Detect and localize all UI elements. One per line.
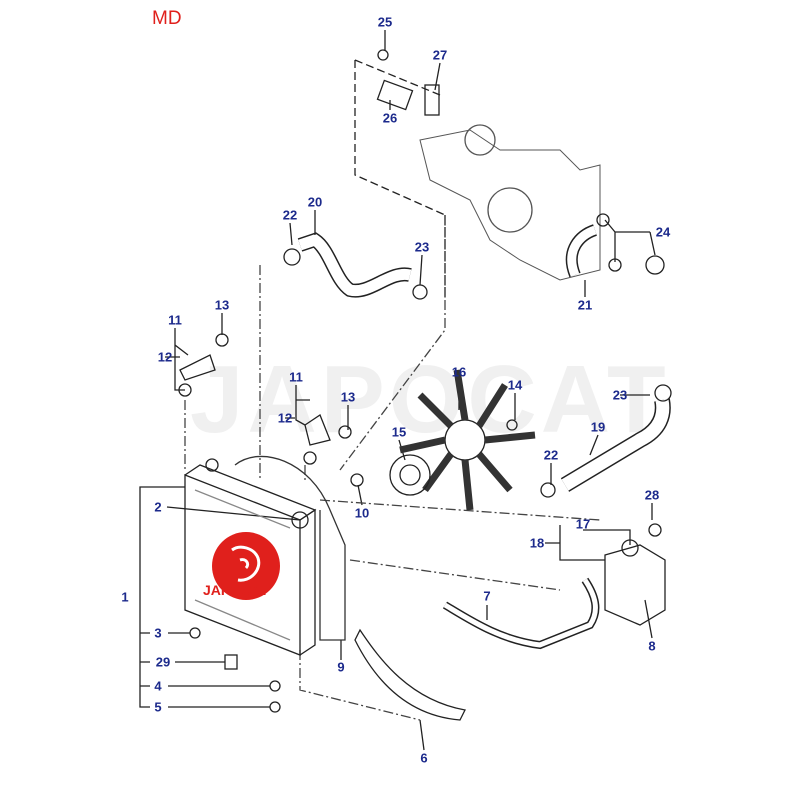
callout-3: 3 — [154, 625, 162, 641]
callout-14: 14 — [507, 377, 523, 393]
model-code: MD — [152, 8, 182, 29]
logo-text: JAPOCAT — [203, 582, 269, 598]
callout-12b: 12 — [277, 410, 293, 426]
callout-29: 29 — [155, 654, 171, 670]
callout-7: 7 — [483, 588, 491, 604]
callout-28: 28 — [644, 487, 660, 503]
callout-15: 15 — [391, 424, 407, 440]
callout-20: 20 — [307, 194, 323, 210]
callout-2: 2 — [154, 499, 162, 515]
callout-27: 27 — [432, 47, 448, 63]
callout-21: 21 — [577, 297, 593, 313]
callout-13: 13 — [214, 297, 230, 313]
callout-18: 18 — [529, 535, 545, 551]
callout-11: 11 — [168, 312, 182, 328]
callout-22b: 22 — [543, 447, 559, 463]
callout-13b: 13 — [340, 389, 356, 405]
callout-12: 12 — [157, 349, 173, 365]
callout-19: 19 — [590, 419, 606, 435]
callout-17: 17 — [575, 516, 591, 532]
japocat-logo — [212, 532, 280, 600]
callout-8: 8 — [648, 638, 656, 654]
fan-16 — [399, 369, 536, 511]
callout-26: 26 — [382, 110, 398, 126]
callout-6: 6 — [420, 750, 428, 766]
radiator-1 — [184, 458, 317, 656]
callout-23b: 23 — [612, 387, 628, 403]
callout-4: 4 — [154, 678, 162, 694]
callout-16: 16 — [451, 364, 467, 380]
callout-1: 1 — [121, 589, 129, 605]
engine-dash-outline — [354, 59, 446, 300]
callout-24: 24 — [655, 224, 671, 240]
callout-9: 9 — [337, 659, 345, 675]
callout-23: 23 — [414, 239, 430, 255]
callout-10: 10 — [354, 505, 370, 521]
engine-block — [419, 129, 601, 281]
callout-25: 25 — [377, 14, 393, 30]
callout-11b: 11 — [289, 369, 303, 385]
bracket-1 — [139, 486, 185, 708]
callout-22: 22 — [282, 207, 298, 223]
callout-5: 5 — [154, 699, 162, 715]
